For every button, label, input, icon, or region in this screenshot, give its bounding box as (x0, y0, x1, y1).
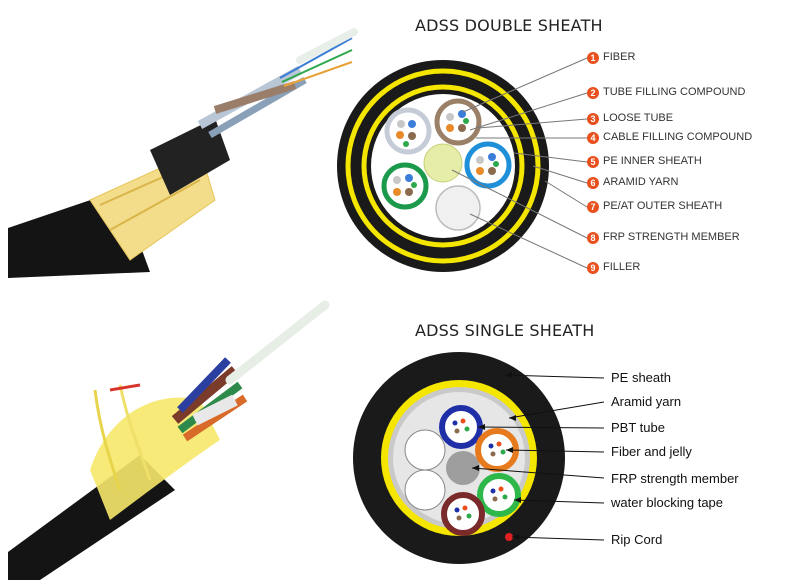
frp-strength-member (423, 143, 463, 183)
marker-3: 3 (587, 113, 599, 125)
top-panel: ADSS DOUBLE SHEATH (0, 0, 812, 290)
marker-4: 4 (587, 132, 599, 144)
label-cable-filling-compound: CABLE FILLING COMPOUND (603, 131, 753, 143)
filler (435, 185, 481, 231)
frp-strength-member-core (446, 451, 480, 485)
label-water-blocking-tape: water blocking tape (611, 495, 724, 510)
marker-5: 5 (587, 156, 599, 168)
marker-2: 2 (587, 87, 599, 99)
label-fiber: FIBER (603, 51, 636, 63)
marker-8: 8 (587, 232, 599, 244)
loose-tube-blue (464, 141, 512, 189)
label-frp-strength-member: FRP strength member (611, 471, 739, 486)
label-tube-filling-compound: TUBE FILLING COMPOUND (603, 86, 746, 98)
label-aramid-yarn: Aramid yarn (611, 394, 682, 409)
label-pe-sheath: PE sheath (611, 370, 671, 385)
label-pbt-tube: PBT tube (611, 420, 665, 435)
label-frp-strength-member: FRP STRENGTH MEMBER (603, 231, 740, 243)
top-title: ADSS DOUBLE SHEATH (415, 16, 603, 35)
marker-1: 1 (587, 52, 599, 64)
rip-cord-dot (505, 533, 513, 541)
loose-tube-grey (384, 107, 432, 155)
loose-tube-green (381, 162, 429, 210)
bottom-title: ADSS SINGLE SHEATH (415, 321, 595, 340)
double-sheath-cable-illustration (8, 28, 358, 278)
bottom-panel: ADSS SINGLE SHEATH (0, 290, 812, 586)
marker-9: 9 (587, 262, 599, 274)
pbt-tube-green (477, 473, 521, 517)
label-rip-cord: Rip Cord (611, 532, 663, 547)
pbt-tube-blue (439, 405, 483, 449)
label-filler: FILLER (603, 261, 641, 273)
label-aramid-yarn: ARAMID YARN (603, 176, 679, 188)
marker-7: 7 (587, 201, 599, 213)
label-pe-inner-sheath: PE INNER SHEATH (603, 155, 702, 167)
marker-6: 6 (587, 177, 599, 189)
single-sheath-cross-section (353, 352, 605, 564)
double-sheath-cross-section (337, 57, 588, 272)
loose-tube-brown (434, 98, 482, 146)
label-loose-tube: LOOSE TUBE (603, 112, 674, 124)
pbt-tube-brown (441, 492, 485, 536)
label-fiber-and-jelly: Fiber and jelly (611, 444, 692, 459)
single-sheath-cable-illustration (8, 300, 330, 580)
label-pe-at-outer-sheath: PE/AT OUTER SHEATH (603, 200, 723, 212)
